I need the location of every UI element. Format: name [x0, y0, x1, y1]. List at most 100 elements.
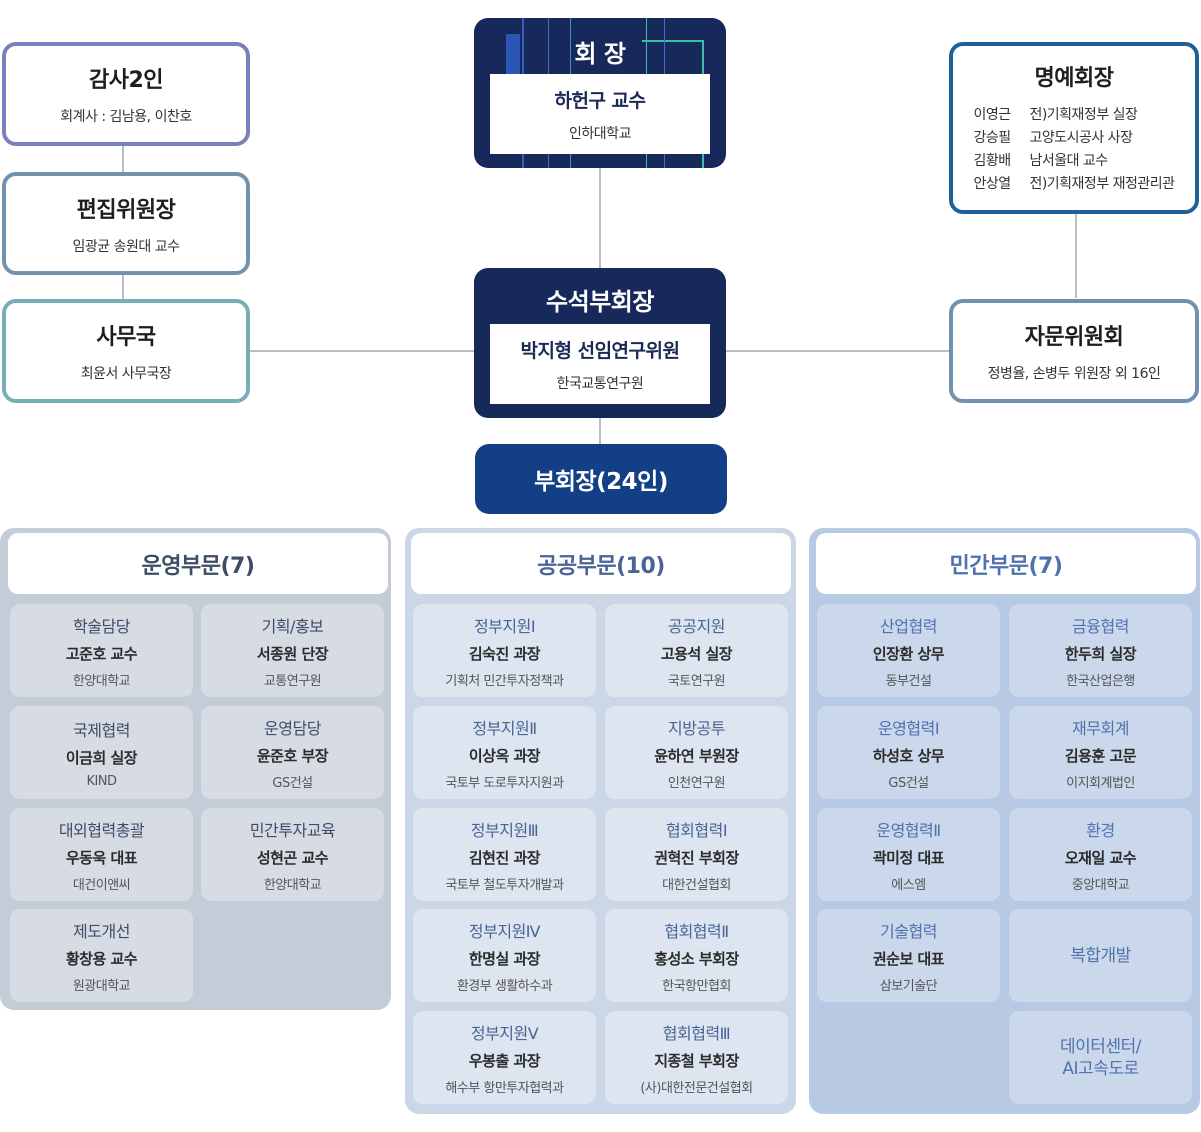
honorary-member: 강승필 고양도시공사 사장: [973, 127, 1174, 150]
cell-affiliation: 에스엠: [891, 877, 926, 893]
cell-person: 우동욱 대표: [65, 848, 138, 867]
cell-role: 운영협력Ⅱ: [876, 820, 941, 840]
senior-vp-label: 수석부회장: [546, 288, 654, 316]
honorary-list: 이영근 전)기획재정부 실장 강승필 고양도시공사 사장 김황배 남서울대 교수…: [973, 104, 1175, 196]
cell-role: 기술협력: [880, 921, 937, 941]
division-cell: 데이터센터/ AI고속도로: [1009, 1011, 1192, 1104]
cell-person: 서종원 단장: [256, 644, 329, 663]
cell-affiliation: GS건설: [272, 775, 313, 791]
cell-affiliation: 원광대학교: [72, 978, 131, 994]
cell-person: 고준호 교수: [65, 644, 138, 663]
cell-affiliation: 삼보기술단: [879, 978, 938, 994]
cell-role: 대외협력총괄: [58, 820, 145, 840]
connector-line: [1075, 212, 1077, 298]
cell-person: 황창용 교수: [65, 949, 138, 968]
cell-affiliation: 인천연구원: [667, 775, 726, 791]
honorary-member-role: 전)기획재정부 재정관리관: [1029, 176, 1175, 192]
cell-affiliation: GS건설: [888, 775, 929, 791]
cell-affiliation: 환경부 생활하수과: [456, 978, 553, 994]
connector-line: [599, 416, 601, 446]
cell-person: 김용훈 고문: [1064, 746, 1137, 765]
division-title: 민간부문(7): [949, 553, 1063, 579]
editor-box: 편집위원장 임광균 송원대 교수: [2, 172, 250, 275]
cell-role: 협회협력Ⅲ: [662, 1023, 731, 1043]
division-heading: 운영부문(7): [8, 533, 388, 594]
cell-person: 인장환 상무: [872, 644, 945, 663]
cell-person: 하성호 상무: [872, 746, 945, 765]
cell-person: 한명실 과장: [468, 949, 541, 968]
honorary-member-role: 남서울대 교수: [1029, 153, 1108, 169]
division-cell: 복합개발: [1009, 909, 1192, 1002]
cell-affiliation: 국토부 도로투자지원과: [445, 775, 564, 791]
cell-role: 정부지원Ⅳ: [468, 921, 541, 941]
honorary-box: 명예회장 이영근 전)기획재정부 실장 강승필 고양도시공사 사장 김황배 남서…: [949, 42, 1199, 214]
senior-vp-card: 박지형 선임연구위원 한국교통연구원: [490, 324, 710, 404]
cell-role: 학술담당: [73, 616, 130, 636]
cell-person: 고용석 실장: [660, 644, 733, 663]
advisory-title: 자문위원회: [1024, 325, 1124, 350]
president-box: 회 장 하헌구 교수 인하대학교: [474, 18, 726, 168]
division-title: 공공부문(10): [537, 553, 665, 579]
cell-affiliation: 기획처 민간투자정책과: [445, 673, 564, 689]
cell-person: 오재일 교수: [1064, 848, 1137, 867]
cell-role: 지방공투: [668, 718, 725, 738]
senior-vp-name: 박지형 선임연구위원: [520, 339, 680, 362]
division-cell: 운영협력Ⅰ 하성호 상무 GS건설: [817, 706, 1000, 799]
connector-line: [122, 274, 124, 300]
cell-affiliation: 대건이앤씨: [72, 877, 131, 893]
cell-role: 정부지원Ⅴ: [470, 1023, 539, 1043]
cell-affiliation: 대한건설협회: [662, 877, 731, 893]
division-heading: 공공부문(10): [411, 533, 791, 594]
connector-line: [599, 166, 601, 270]
cell-person: 홍성소 부회장: [654, 949, 739, 968]
president-card: 하헌구 교수 인하대학교: [490, 74, 710, 154]
cell-affiliation: 교통연구원: [263, 673, 322, 689]
cell-affiliation: 이지회계법인: [1066, 775, 1135, 791]
senior-vp-org: 한국교통연구원: [556, 375, 644, 392]
cell-affiliation: 동부건설: [885, 673, 932, 689]
editor-title: 편집위원장: [76, 197, 176, 223]
audit-box: 감사2인 회계사 : 김남용, 이찬호: [2, 42, 250, 146]
office-person: 최윤서 사무국장: [80, 366, 172, 382]
cell-role: 환경: [1086, 820, 1115, 840]
connector-line: [122, 145, 124, 173]
cell-affiliation: 한국산업은행: [1066, 673, 1135, 689]
senior-vp-box: 수석부회장 박지형 선임연구위원 한국교통연구원: [474, 268, 726, 418]
honorary-title: 명예회장: [1034, 66, 1114, 91]
honorary-member-role: 전)기획재정부 실장: [1029, 107, 1138, 123]
cell-role: 운영협력Ⅰ: [877, 718, 940, 738]
office-title: 사무국: [96, 325, 156, 350]
connector-line: [725, 350, 951, 352]
cell-person: 우봉출 과장: [468, 1051, 541, 1070]
cell-affiliation: 한양대학교: [263, 877, 322, 893]
president-name: 하헌구 교수: [554, 89, 646, 112]
office-box: 사무국 최윤서 사무국장: [2, 299, 250, 403]
cell-role: 정부지원Ⅲ: [470, 820, 539, 840]
vice-presidents-box: 부회장(24인): [475, 444, 727, 514]
cell-affiliation: 국토부 철도투자개발과: [445, 877, 564, 893]
cell-role: 기획/홍보: [261, 616, 324, 636]
cell-role: 재무회계: [1072, 718, 1129, 738]
division-heading: 민간부문(7): [816, 533, 1196, 594]
cell-affiliation: 국토연구원: [667, 673, 726, 689]
cell-affiliation: 한국항만협회: [662, 978, 731, 994]
cell-person: 윤하연 부원장: [654, 746, 739, 765]
cell-label: 데이터센터/ AI고속도로: [1060, 1036, 1141, 1079]
